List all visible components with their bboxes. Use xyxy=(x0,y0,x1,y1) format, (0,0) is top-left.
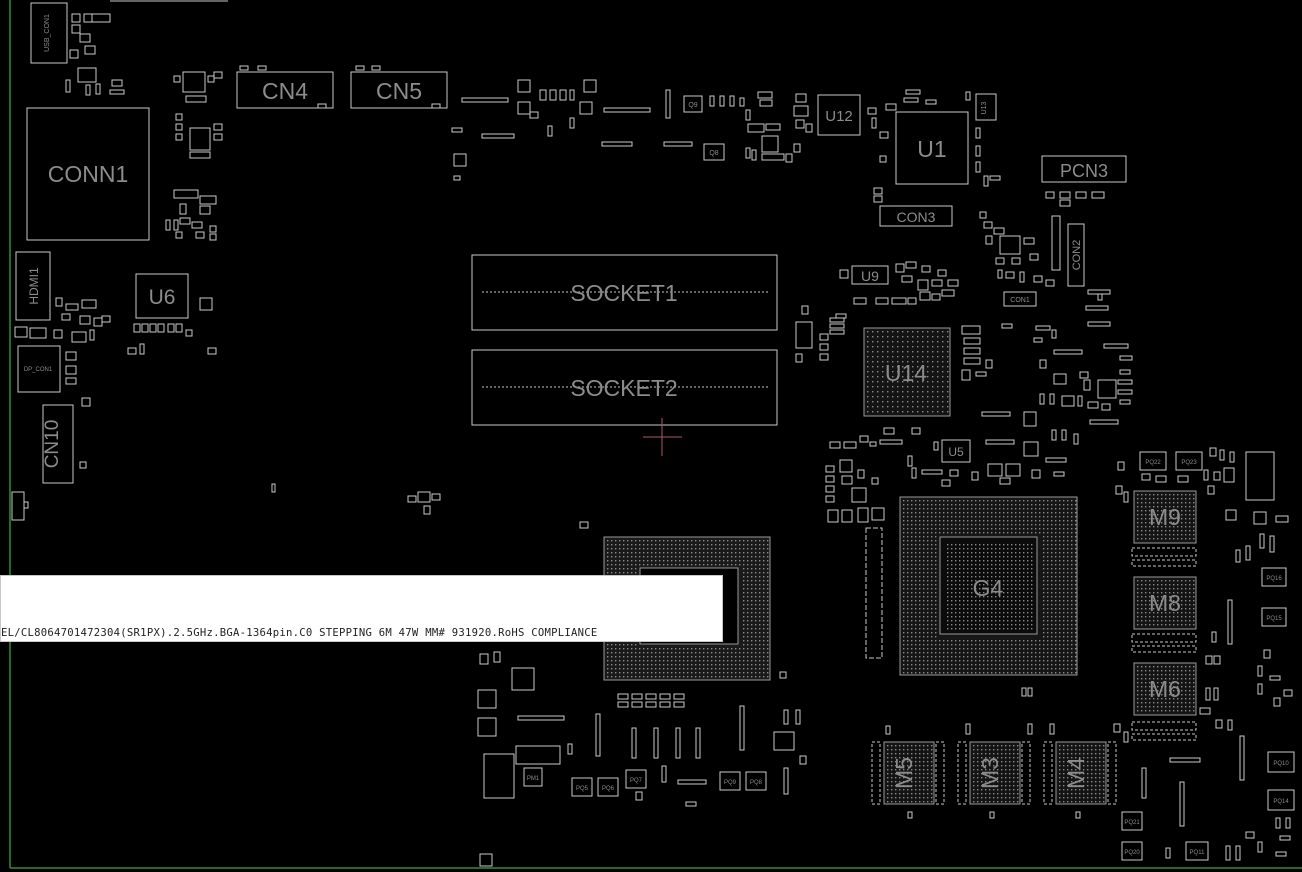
pq15[interactable] xyxy=(1261,607,1287,627)
u12[interactable] xyxy=(817,94,861,136)
pq15-label: PQ15 xyxy=(1266,616,1282,622)
pcn3-label: PCN3 xyxy=(1060,161,1108,181)
pm1[interactable] xyxy=(523,767,543,787)
hdmi1[interactable] xyxy=(15,251,51,321)
q8-label: Q8 xyxy=(709,150,718,157)
m9-label: M9 xyxy=(1149,504,1181,530)
pcn3[interactable] xyxy=(1041,155,1127,183)
pq6[interactable] xyxy=(597,777,619,797)
bga-ball-grid xyxy=(1059,745,1105,803)
bga-ball-grid xyxy=(1137,494,1195,540)
cn4-label: CN4 xyxy=(262,78,308,104)
socket1-label: SOCKET1 xyxy=(570,280,677,306)
component-info-text: EL/CL8064701472304(SR1PX).2.5GHz.BGA-136… xyxy=(1,627,598,639)
u14-label: U14 xyxy=(885,360,927,386)
pq8-label: PQ8 xyxy=(750,780,763,786)
pq22[interactable] xyxy=(1139,451,1167,471)
component-info-tooltip: EL/CL8064701472304(SR1PX).2.5GHz.BGA-136… xyxy=(0,575,723,642)
bga-ball-grid xyxy=(947,544,1033,630)
hdmi1-label: HDMI1 xyxy=(27,267,41,305)
crosshair-cursor-icon xyxy=(643,418,682,456)
conn1-label: CONN1 xyxy=(48,161,129,187)
pq22-label: PQ22 xyxy=(1145,460,1161,466)
pq16-label: PQ16 xyxy=(1266,576,1282,582)
board-outline xyxy=(9,0,1302,869)
socket2[interactable] xyxy=(471,349,778,426)
m4-label: M4 xyxy=(1063,757,1089,789)
g4-label: G4 xyxy=(973,575,1004,601)
pq20-label: PQ20 xyxy=(1124,850,1140,856)
pq23-label: PQ23 xyxy=(1181,460,1197,466)
pq14[interactable] xyxy=(1267,789,1295,811)
pq21[interactable] xyxy=(1121,811,1143,831)
pq21-label: PQ21 xyxy=(1124,820,1140,826)
pq10-label: PQ10 xyxy=(1273,761,1289,767)
cn4[interactable] xyxy=(236,71,334,109)
u9-label: U9 xyxy=(861,268,879,284)
m8-label: M8 xyxy=(1149,590,1181,616)
q9[interactable] xyxy=(683,95,703,113)
m6-label: M6 xyxy=(1149,676,1181,702)
con1[interactable] xyxy=(1003,291,1037,307)
q8[interactable] xyxy=(703,143,725,161)
pq11[interactable] xyxy=(1185,841,1209,861)
u9[interactable] xyxy=(851,265,889,285)
u6[interactable] xyxy=(135,273,189,319)
u13-label: U13 xyxy=(981,101,988,114)
con3-label: CON3 xyxy=(897,209,936,225)
con2-label: CON2 xyxy=(1071,240,1083,271)
pq11-label: PQ11 xyxy=(1190,850,1206,856)
pq7[interactable] xyxy=(625,769,647,789)
conn1[interactable] xyxy=(26,107,150,241)
pq20[interactable] xyxy=(1121,841,1143,861)
m5-label: M5 xyxy=(891,757,917,789)
cn10-label: CN10 xyxy=(42,420,63,469)
con2[interactable] xyxy=(1067,223,1085,287)
pq7-label: PQ7 xyxy=(630,778,643,784)
socket2-label: SOCKET2 xyxy=(570,375,677,401)
pq9[interactable] xyxy=(719,771,741,791)
dp-con1-label: DP_CON1 xyxy=(24,367,53,373)
con1-label: CON1 xyxy=(1010,297,1030,304)
pq5-label: PQ5 xyxy=(576,786,589,792)
u13[interactable] xyxy=(975,93,997,121)
cn10[interactable] xyxy=(42,404,74,484)
u5-label: U5 xyxy=(948,445,964,459)
bga-ball-grid xyxy=(1137,666,1195,712)
pq8[interactable] xyxy=(745,771,767,791)
usb-con1[interactable] xyxy=(30,2,68,64)
bga-ball-grid xyxy=(887,745,933,803)
cn5[interactable] xyxy=(350,71,448,109)
pm1-label: PM1 xyxy=(527,776,540,782)
socket1[interactable] xyxy=(471,254,778,331)
u12-label: U12 xyxy=(825,108,853,125)
u1-label: U1 xyxy=(917,136,946,162)
u5[interactable] xyxy=(941,439,971,463)
bga-ball-grid xyxy=(867,331,949,413)
con3[interactable] xyxy=(879,205,953,227)
dp-con1[interactable] xyxy=(17,345,61,393)
pq14-label: PQ14 xyxy=(1273,799,1289,805)
bga-ball-grid xyxy=(1137,580,1195,626)
pq10[interactable] xyxy=(1267,751,1295,773)
pq23[interactable] xyxy=(1175,451,1203,471)
q9-label: Q9 xyxy=(688,102,697,109)
pq5[interactable] xyxy=(571,777,593,797)
bga-ball-grid xyxy=(973,745,1019,803)
bga-ball-grid xyxy=(903,500,1077,674)
pq16[interactable] xyxy=(1261,567,1287,587)
m3-label: M3 xyxy=(977,757,1003,789)
pq6-label: PQ6 xyxy=(602,786,615,792)
pq9-label: PQ9 xyxy=(724,780,737,786)
u1[interactable] xyxy=(895,111,969,185)
cn5-label: CN5 xyxy=(376,78,422,104)
usb-con1-label: USB_CON1 xyxy=(44,14,51,52)
u6-label: U6 xyxy=(149,286,176,309)
